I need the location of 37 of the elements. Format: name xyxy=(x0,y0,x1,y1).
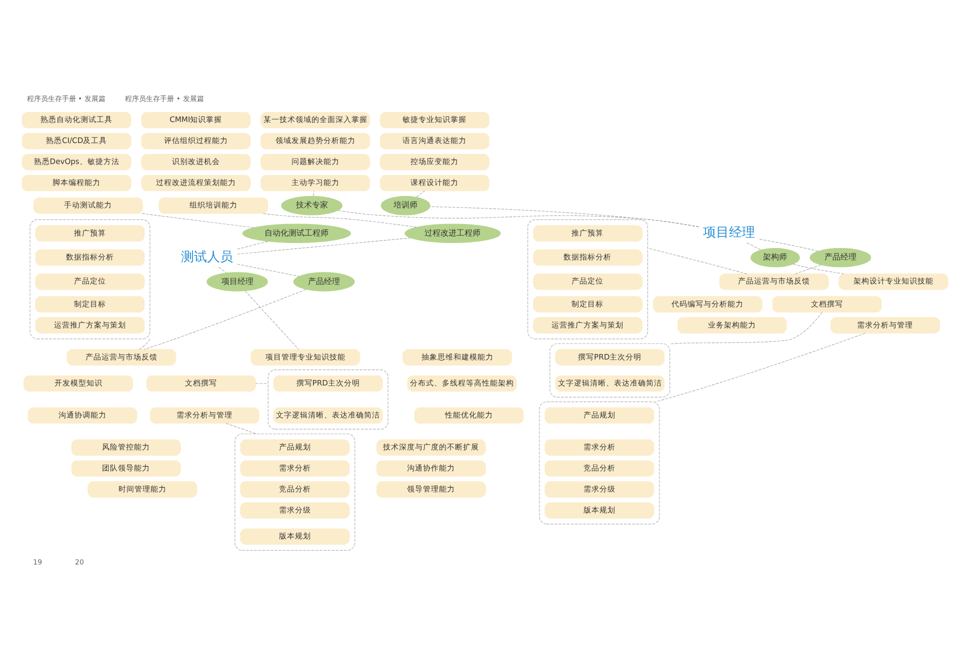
connector xyxy=(647,248,748,274)
cluster xyxy=(528,219,648,340)
node-ellipse: 项目经理 xyxy=(206,272,268,292)
node-text: 测试人员 xyxy=(180,250,233,264)
connector xyxy=(237,264,300,277)
cluster xyxy=(30,219,150,340)
node-ellipse: 架构师 xyxy=(750,248,800,268)
node-text: 项目经理 xyxy=(703,226,756,240)
connector xyxy=(416,190,425,198)
node-ellipse: 自动化测试工程师 xyxy=(242,224,351,244)
connector xyxy=(262,213,417,228)
connector xyxy=(746,242,762,250)
connector xyxy=(255,383,268,384)
connector xyxy=(144,289,306,350)
connector xyxy=(794,264,822,274)
node-ellipse: 技术专家 xyxy=(281,196,342,216)
cluster xyxy=(234,434,356,551)
cluster xyxy=(539,402,660,524)
node-ellipse: 产品经理 xyxy=(293,272,355,292)
node-ellipse: 培训师 xyxy=(380,196,430,216)
connector xyxy=(138,338,150,350)
connector xyxy=(338,210,700,228)
node-ellipse: 产品经理 xyxy=(810,248,872,268)
connector xyxy=(237,238,411,254)
connector xyxy=(670,312,822,344)
connector xyxy=(429,206,700,228)
connector xyxy=(759,238,818,252)
connector xyxy=(237,241,268,250)
connector xyxy=(654,332,866,402)
cluster xyxy=(550,343,670,398)
connector xyxy=(142,213,254,228)
node-ellipse: 过程改进工程师 xyxy=(404,224,501,244)
connector xyxy=(244,290,299,350)
connector xyxy=(218,266,227,274)
connector xyxy=(312,190,314,196)
connector xyxy=(793,264,844,274)
cluster xyxy=(268,370,388,430)
